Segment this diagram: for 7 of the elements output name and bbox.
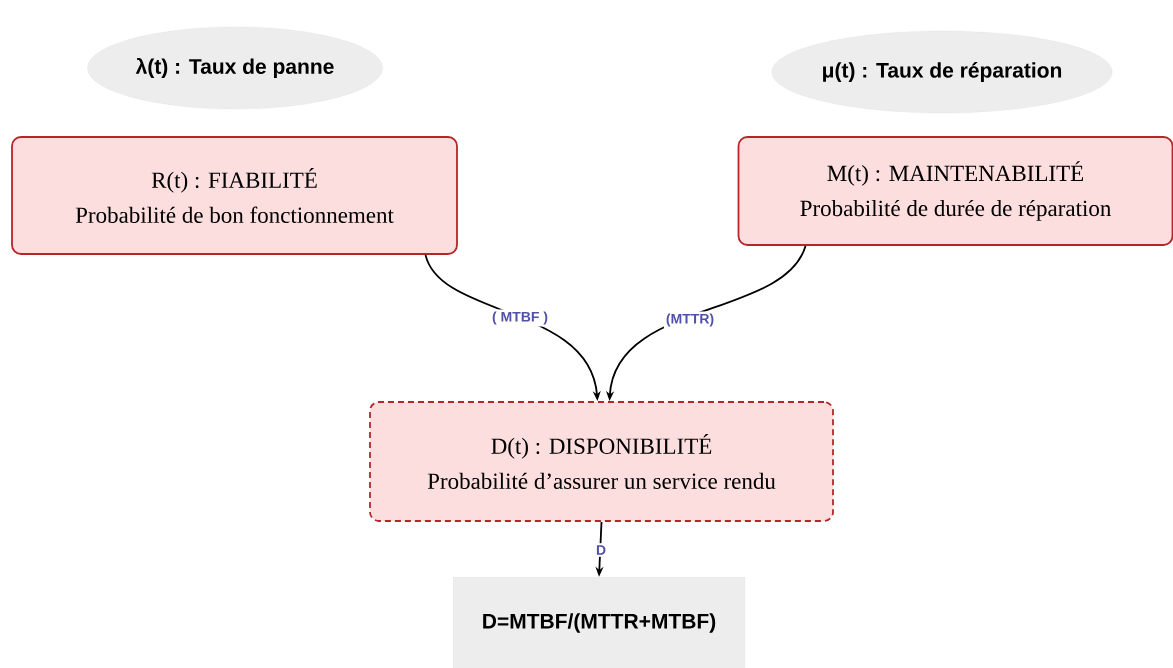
result-box: D(t) : DISPONIBILITÉ Probabilité d’assurer un service rendu bbox=[369, 401, 834, 522]
edge-label: ( MTBF ) bbox=[490, 309, 550, 327]
process-box: M(t) : MAINTENABILITÉ Probabilité de durée de réparation bbox=[737, 136, 1173, 246]
edge-label: (MTTR) bbox=[663, 311, 717, 329]
process-box: R(t) : FIABILITÉ Probabilité de bon fonctionnement bbox=[11, 136, 458, 255]
formula-box: D=MTBF/(MTTR+MTBF) bbox=[452, 576, 746, 668]
edge-label: D bbox=[593, 543, 609, 557]
